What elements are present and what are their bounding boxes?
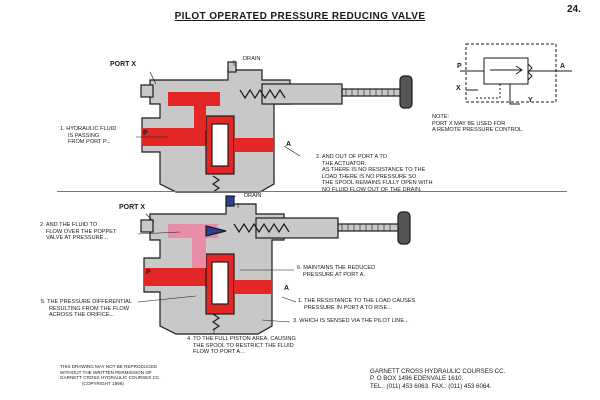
symbol-drain-line: [509, 84, 520, 105]
bottom-note-flow: 2. AND THE FLUID TO FLOW OVER THE POPPET…: [40, 222, 117, 242]
bottom-poppet: [205, 225, 227, 237]
bottom-leader-lines: [137, 203, 297, 334]
top-leader-lines: [136, 60, 301, 157]
symbol-pilot-dash: [476, 84, 501, 99]
bottom-valve-body: [140, 195, 411, 335]
top-port-p-label: P: [143, 130, 148, 137]
footer-copyright: THIS DRAWING MAY NOT BE REPRODUCED WITHO…: [60, 364, 161, 386]
bottom-knob: [397, 211, 411, 245]
bottom-bonnet: [255, 217, 339, 239]
section-divider: [57, 191, 567, 192]
bottom-pilot-spring: [233, 222, 290, 234]
page-title: PILOT OPERATED PRESSURE REDUCING VALVE: [174, 11, 426, 22]
symbol-p-label: P: [457, 63, 462, 70]
top-pilot-spring: [239, 88, 286, 100]
top-inlet-passage: [142, 128, 208, 146]
top-screw-threads: [345, 89, 395, 96]
top-knob: [399, 75, 413, 109]
top-note-1: 1. HYDRAULIC FLUID IS PASSING FROM PORT …: [60, 126, 117, 146]
bottom-port-x-label: PORT X: [119, 204, 146, 211]
top-pilot-passage: [168, 92, 220, 106]
top-note-2: 2. AND OUT OF PORT A TO THE ACTUATOR. AS…: [316, 154, 433, 193]
top-outlet-passage: [234, 138, 274, 152]
footer-contact: GARNETT CROSS HYDRAULIC COURSES CC. P. O…: [370, 368, 506, 390]
top-drain-label: DRAIN: [243, 56, 261, 62]
top-vertical-pilot: [194, 100, 206, 130]
symbol-dashed-box: [465, 43, 557, 103]
bottom-note-resist: 1. THE RESISTANCE TO THE LOAD CAUSES PRE…: [298, 298, 416, 311]
bottom-outlet-passage: [234, 280, 272, 294]
bottom-inlet-passage: [144, 268, 208, 286]
bottom-port-a-label: A: [284, 285, 290, 292]
top-port-x-label: PORT X: [110, 61, 137, 68]
bottom-drain-label: DRAIN: [244, 193, 262, 199]
bottom-drain-stub: [225, 195, 235, 207]
top-port-x-plug: [140, 84, 154, 98]
symbol-spring: [527, 63, 533, 81]
symbol-flow-arrow: [490, 65, 523, 75]
top-spool: [211, 123, 229, 167]
bottom-note-diff: 5. THE PRESSURE DIFFERENTIAL RESULTING F…: [41, 299, 132, 319]
symbol-a-label: A: [560, 63, 566, 70]
bottom-spool: [211, 261, 229, 305]
page-number: 24.: [567, 4, 581, 15]
top-drain-stub: [227, 61, 237, 73]
top-valve-body: [140, 61, 413, 193]
bottom-vertical-pilot: [192, 232, 206, 268]
bottom-port-p-label: P: [146, 269, 151, 276]
bottom-lower-spring: [211, 313, 221, 331]
top-lower-spring: [211, 175, 221, 193]
top-port-a-label: A: [286, 141, 292, 148]
symbol-y-label: Y: [528, 97, 533, 104]
bottom-screw-threads: [341, 224, 391, 231]
bottom-port-x-plug: [140, 219, 154, 233]
symbol-x-label: X: [456, 85, 461, 92]
bottom-adjust-screw: [337, 223, 401, 232]
bottom-note-maintain: 6. MAINTAINS THE REDUCED PRESSURE AT POR…: [297, 265, 376, 278]
bottom-note-piston: 4. TO THE FULL PISTON AREA, CAUSING THE …: [187, 336, 296, 356]
bottom-note-sensed: 3. WHICH IS SENSED VIA THE PILOT LINE...: [293, 318, 409, 324]
symbol-note: NOTE: PORT X MAY BE USED FOR A REMOTE PR…: [432, 114, 524, 134]
bottom-y-label: Y: [231, 196, 236, 203]
